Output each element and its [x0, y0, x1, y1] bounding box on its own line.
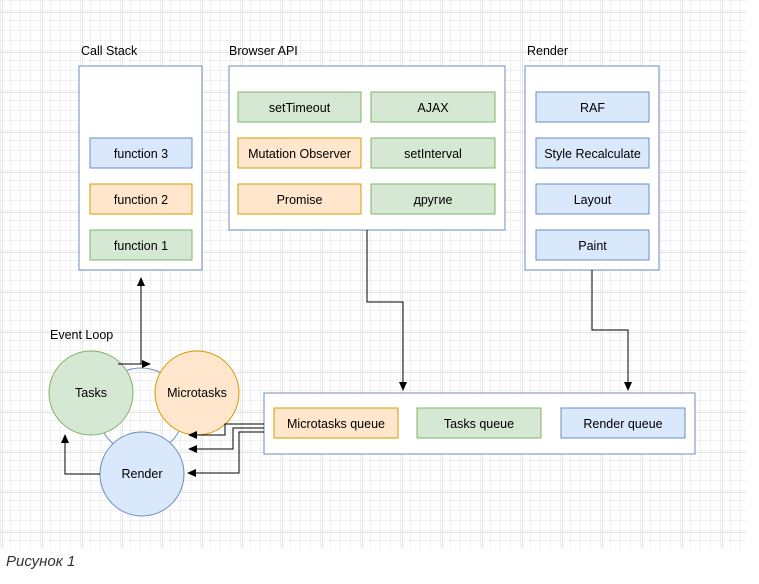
render-item-label: Style Recalculate: [544, 147, 641, 161]
arrow-browser-api-to-queues: [366, 230, 407, 391]
tasks-queue[interactable]: Tasks queue: [416, 407, 542, 439]
arrow-render-to-queues: [591, 270, 632, 391]
call-stack-item-function-2[interactable]: function 2: [89, 183, 193, 215]
render-queue-label: Render queue: [583, 417, 662, 431]
api-item-promise[interactable]: Promise: [237, 183, 362, 215]
call-stack-item-function-3[interactable]: function 3: [89, 137, 193, 169]
render-queue[interactable]: Render queue: [560, 407, 686, 439]
api-item-ajax[interactable]: AJAX: [370, 91, 496, 123]
render-item-style-recalculate[interactable]: Style Recalculate: [535, 137, 650, 169]
call-stack-title: Call Stack: [81, 44, 138, 58]
call-stack-item-function-1[interactable]: function 1: [89, 229, 193, 261]
event-loop-microtasks-node[interactable]: Microtasks: [154, 350, 240, 436]
api-item-label: Mutation Observer: [248, 147, 351, 161]
api-item-label: AJAX: [417, 101, 449, 115]
event-loop-microtasks-label: Microtasks: [167, 386, 227, 400]
api-item-label: setInterval: [404, 147, 462, 161]
browser-api-title: Browser API: [229, 44, 298, 58]
tasks-queue-label: Tasks queue: [444, 417, 514, 431]
arrow-queue-to-loop-3: [187, 431, 264, 477]
render-title: Render: [527, 44, 568, 58]
microtasks-queue[interactable]: Microtasks queue: [273, 407, 399, 439]
render-item-paint[interactable]: Paint: [535, 229, 650, 261]
arrow-queue-to-loop-2: [188, 427, 264, 453]
event-loop-tasks-node[interactable]: Tasks: [48, 350, 134, 436]
event-loop-title: Event Loop: [50, 328, 113, 342]
render-item-label: Paint: [578, 239, 607, 253]
api-item-label: другие: [414, 193, 453, 207]
api-item-label: Promise: [277, 193, 323, 207]
event-loop-render-label: Render: [122, 467, 163, 481]
call-stack-item-label: function 1: [114, 239, 168, 253]
render-item-label: RAF: [580, 101, 605, 115]
render-item-layout[interactable]: Layout: [535, 183, 650, 215]
figure-caption: Рисунок 1: [6, 553, 76, 570]
call-stack-item-label: function 2: [114, 193, 168, 207]
call-stack-item-label: function 3: [114, 147, 168, 161]
event-loop-render-node[interactable]: Render: [99, 431, 185, 517]
event-loop-tasks-label: Tasks: [75, 386, 107, 400]
api-item-label: setTimeout: [269, 101, 331, 115]
arrow-queue-to-loop-1: [188, 423, 264, 439]
api-item-other[interactable]: другие: [370, 183, 496, 215]
api-item-setinterval[interactable]: setInterval: [370, 137, 496, 169]
api-item-settimeout[interactable]: setTimeout: [237, 91, 362, 123]
render-item-raf[interactable]: RAF: [535, 91, 650, 123]
arrow-render-to-tasks: [61, 434, 100, 475]
render-item-label: Layout: [574, 193, 612, 207]
api-item-mutation-observer[interactable]: Mutation Observer: [237, 137, 362, 169]
microtasks-queue-label: Microtasks queue: [287, 417, 385, 431]
